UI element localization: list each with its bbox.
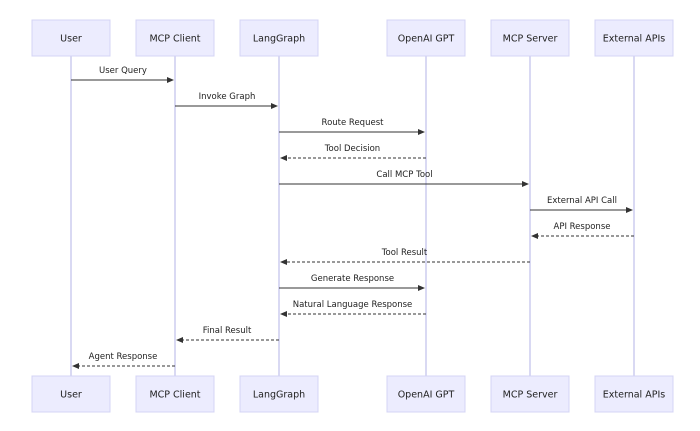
- message-label: Agent Response: [89, 352, 158, 362]
- actor-box: [135, 19, 215, 57]
- message-label: Natural Language Response: [293, 300, 413, 310]
- actor-label: OpenAI GPT: [398, 390, 455, 401]
- actor-box: [594, 19, 674, 57]
- actor-box: [594, 375, 674, 413]
- arrowhead-icon: [418, 129, 425, 135]
- message-5: Call MCP Tool: [279, 170, 529, 187]
- message-label: API Response: [554, 222, 611, 232]
- arrowhead-icon: [280, 155, 287, 161]
- actor-box: [135, 375, 215, 413]
- actor-box: [490, 19, 570, 57]
- message-label: Final Result: [203, 326, 252, 336]
- arrowhead-icon: [522, 181, 529, 187]
- message-3: Route Request: [279, 118, 425, 135]
- message-label: User Query: [99, 66, 147, 76]
- actor-box: [239, 375, 319, 413]
- actor-openai-gpt-top: OpenAI GPT: [386, 19, 466, 57]
- message-label: Call MCP Tool: [376, 170, 432, 180]
- arrowhead-icon: [626, 207, 633, 213]
- actor-mcp-server-bottom: MCP Server: [490, 375, 570, 413]
- actors-bottom: User MCP Client LangGraph OpenAI GPT MCP Ser…: [31, 375, 674, 413]
- actor-label: LangGraph: [253, 34, 305, 45]
- actor-label: User: [60, 390, 82, 401]
- message-label: Generate Response: [311, 274, 394, 284]
- arrowhead-icon: [167, 77, 174, 83]
- actor-label: LangGraph: [253, 390, 305, 401]
- actor-box: [239, 19, 319, 57]
- actors-top: User MCP Client LangGraph OpenAI GPT MCP Ser…: [31, 19, 674, 57]
- message-8: Tool Result: [280, 248, 530, 265]
- arrowhead-icon: [531, 233, 538, 239]
- message-label: Tool Decision: [324, 144, 380, 154]
- arrowhead-icon: [176, 337, 183, 343]
- message-12: Agent Response: [72, 352, 175, 369]
- lifelines: [70, 56, 635, 376]
- actor-user-top: User: [31, 19, 111, 57]
- message-label: External API Call: [547, 196, 617, 206]
- message-2: Invoke Graph: [175, 92, 278, 109]
- actor-langgraph-bottom: LangGraph: [239, 375, 319, 413]
- arrowhead-icon: [418, 285, 425, 291]
- actor-user-bottom: User: [31, 375, 111, 413]
- actor-label: User: [60, 34, 82, 45]
- arrowhead-icon: [280, 259, 287, 265]
- message-4: Tool Decision: [280, 144, 426, 161]
- actor-mcp-client-bottom: MCP Client: [135, 375, 215, 413]
- actor-box: [490, 375, 570, 413]
- message-9: Generate Response: [279, 274, 425, 291]
- actor-label: External APIs: [603, 34, 665, 45]
- actor-openai-gpt-bottom: OpenAI GPT: [386, 375, 466, 413]
- actor-label: MCP Client: [149, 390, 200, 401]
- actor-label: MCP Server: [503, 390, 558, 401]
- actor-external-apis-bottom: External APIs: [594, 375, 674, 413]
- actor-box: [386, 19, 466, 57]
- actor-label: MCP Client: [149, 34, 200, 45]
- actor-label: MCP Server: [503, 34, 558, 45]
- actor-box: [386, 375, 466, 413]
- message-6: External API Call: [530, 196, 633, 213]
- actor-mcp-client-top: MCP Client: [135, 19, 215, 57]
- actor-box: [31, 19, 111, 57]
- actor-box: [31, 375, 111, 413]
- message-10: Natural Language Response: [280, 300, 426, 317]
- actor-langgraph-top: LangGraph: [239, 19, 319, 57]
- arrowhead-icon: [72, 363, 79, 369]
- message-1: User Query: [71, 66, 174, 83]
- arrowhead-icon: [271, 103, 278, 109]
- message-7: API Response: [531, 222, 634, 239]
- message-label: Route Request: [322, 118, 385, 128]
- message-label: Tool Result: [381, 248, 428, 258]
- message-label: Invoke Graph: [199, 92, 256, 102]
- message-11: Final Result: [176, 326, 279, 343]
- actor-label: External APIs: [603, 390, 665, 401]
- actor-mcp-server-top: MCP Server: [490, 19, 570, 57]
- arrowhead-icon: [280, 311, 287, 317]
- actor-label: OpenAI GPT: [398, 34, 455, 45]
- actor-external-apis-top: External APIs: [594, 19, 674, 57]
